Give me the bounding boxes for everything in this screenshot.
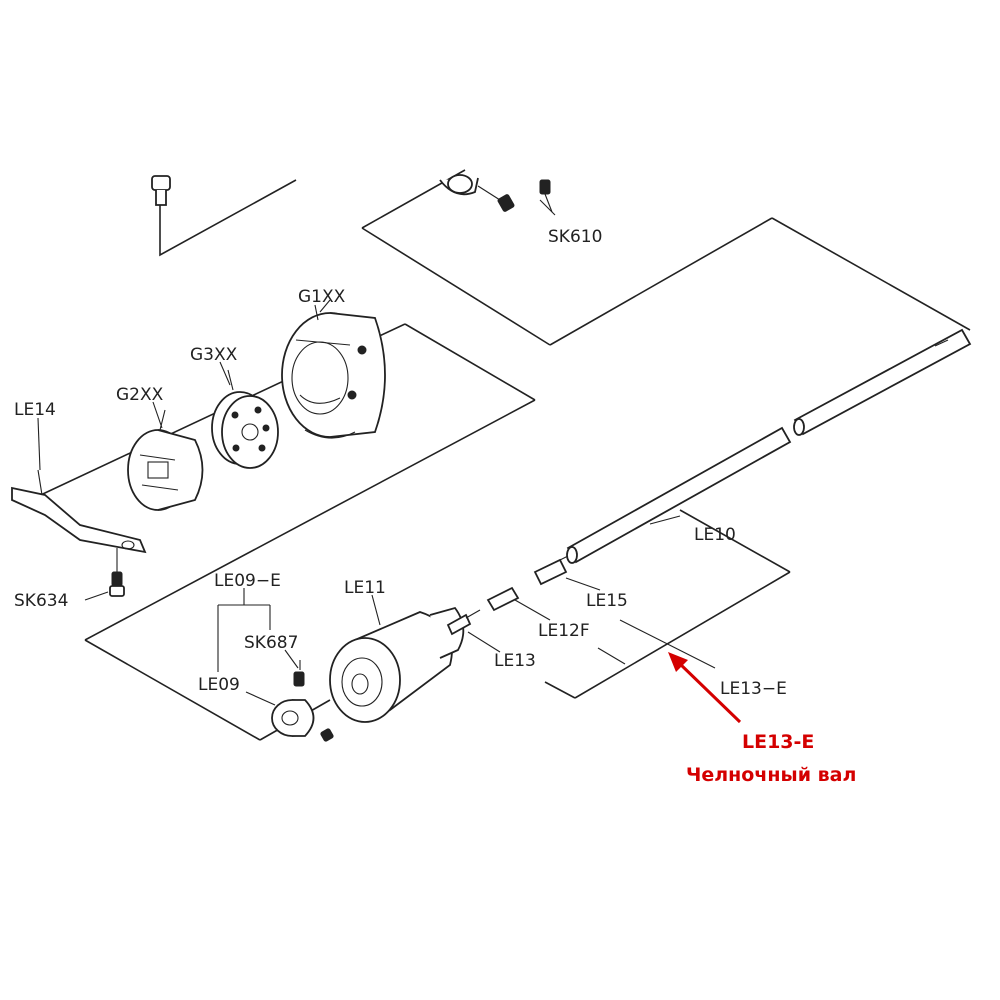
callout-code: LE13-E xyxy=(742,731,814,753)
bobbin-case-g2xx xyxy=(127,409,204,511)
bracket-le14 xyxy=(11,469,147,554)
label-le13e: LE13−E xyxy=(720,679,787,699)
shaft-parts-small xyxy=(446,554,571,636)
label-g2xx: G2XX xyxy=(116,385,164,405)
screw-sk634 xyxy=(84,548,125,601)
hook-g1xx xyxy=(281,299,386,439)
callout-arrow xyxy=(668,652,742,724)
top-needle-part xyxy=(151,175,171,206)
label-le13: LE13 xyxy=(494,651,536,671)
label-le09: LE09 xyxy=(198,675,240,695)
callout: LE13-E Челночный вал xyxy=(686,731,856,786)
sleeve-le11 xyxy=(329,606,465,723)
label-le09e: LE09−E xyxy=(214,571,281,591)
label-g3xx: G3XX xyxy=(190,345,238,365)
label-le11: LE11 xyxy=(344,578,386,598)
label-le14: LE14 xyxy=(14,400,56,420)
label-sk634: SK634 xyxy=(14,591,68,611)
part-labels: SK610 G1XX G3XX G2XX LE14 SK634 LE09−E S… xyxy=(14,227,787,699)
label-le12f: LE12F xyxy=(538,621,590,641)
collar-le09 xyxy=(271,660,334,742)
leader-lines xyxy=(37,199,716,706)
shaft-le10 xyxy=(566,328,972,564)
label-sk687: SK687 xyxy=(244,633,298,653)
bobbin-g3xx xyxy=(211,369,279,469)
top-screws xyxy=(477,179,553,213)
label-g1xx: G1XX xyxy=(298,287,346,307)
label-le15: LE15 xyxy=(586,591,628,611)
label-le10: LE10 xyxy=(694,525,736,545)
top-collar-part xyxy=(439,174,479,196)
callout-description: Челночный вал xyxy=(686,764,856,786)
label-sk610: SK610 xyxy=(548,227,602,247)
